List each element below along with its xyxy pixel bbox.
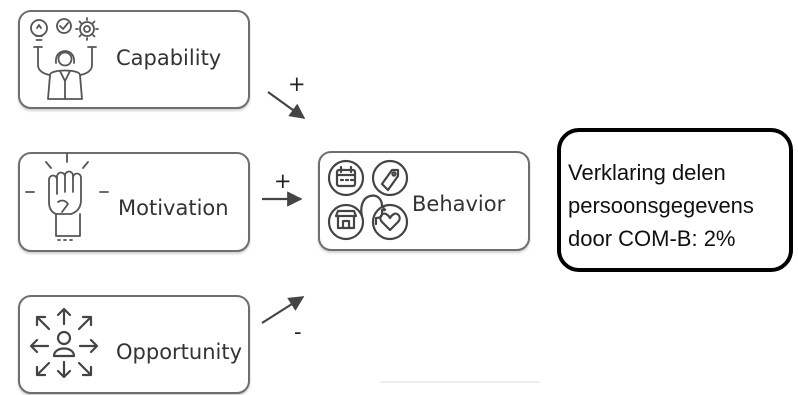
result-line-1: Verklaring delen bbox=[568, 160, 726, 185]
behavior-label: Behavior bbox=[412, 192, 506, 216]
behavior-node bbox=[318, 151, 530, 251]
person-arrows-icon bbox=[29, 307, 99, 379]
capability-label: Capability bbox=[116, 46, 222, 70]
result-line-2: persoonsgegevens bbox=[568, 193, 754, 218]
opportunity-label: Opportunity bbox=[116, 340, 243, 364]
edge-sign-capability: + bbox=[288, 72, 306, 96]
raised-fist-icon bbox=[25, 153, 109, 241]
result-box bbox=[557, 128, 793, 272]
opportunity-node bbox=[18, 295, 250, 394]
edge-opportunity-behavior bbox=[261, 296, 305, 324]
result-line-3: door COM-B: 2% bbox=[568, 226, 736, 251]
behavior-cluster-icon bbox=[327, 159, 409, 241]
motivation-label: Motivation bbox=[118, 196, 229, 220]
edge-sign-motivation: + bbox=[274, 169, 292, 193]
person-ideas-icon bbox=[30, 17, 99, 100]
edge-capability-behavior bbox=[267, 91, 306, 119]
edge-sign-opportunity: - bbox=[294, 320, 302, 344]
